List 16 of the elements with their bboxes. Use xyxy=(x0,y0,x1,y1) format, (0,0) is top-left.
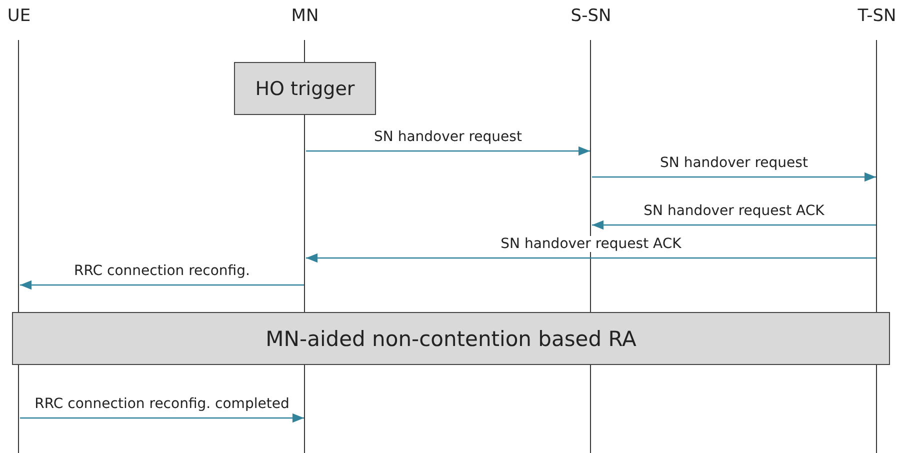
edge-label: SN handover request ACK xyxy=(498,236,684,252)
process-band: MN-aided non-contention based RA xyxy=(12,312,890,365)
participant-label: S-SN xyxy=(570,6,612,26)
message-arrow xyxy=(592,172,876,182)
edge-label: SN handover request xyxy=(658,155,810,171)
edge-label: SN handover request xyxy=(372,129,524,145)
message-arrow xyxy=(20,413,304,423)
edge-label: SN handover request ACK xyxy=(642,203,826,219)
participant-label: UE xyxy=(6,6,32,26)
process-box: HO trigger xyxy=(234,62,376,115)
message-arrow xyxy=(20,280,304,290)
participant-label: T-SN xyxy=(856,6,898,26)
message-arrow xyxy=(306,253,876,263)
message-arrow xyxy=(306,146,590,156)
participant-label: MN xyxy=(290,6,320,26)
message-arrow xyxy=(592,220,876,230)
